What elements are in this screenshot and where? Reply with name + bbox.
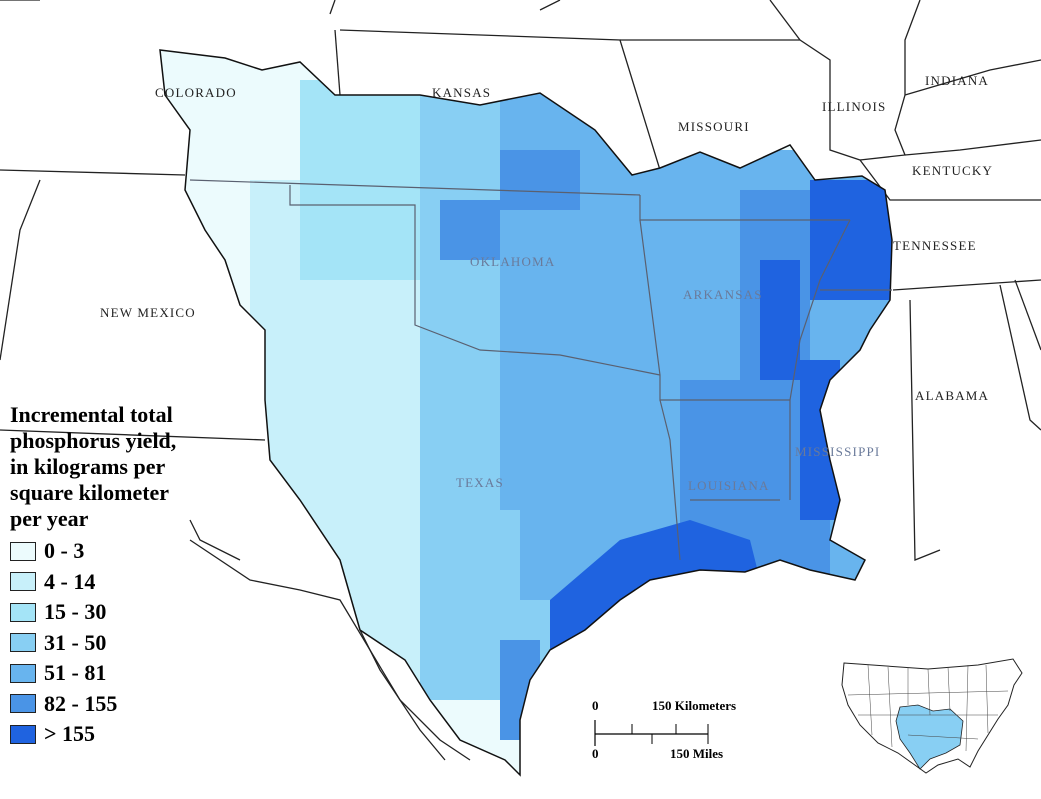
legend-title-line: in kilograms per xyxy=(10,454,166,479)
legend: Incremental total phosphorus yield, in k… xyxy=(10,402,250,750)
legend-title-line: Incremental total xyxy=(10,402,173,427)
basin-highlight xyxy=(895,704,964,770)
label-tennessee: TENNESSEE xyxy=(893,238,977,253)
label-kentucky: KENTUCKY xyxy=(912,163,993,178)
legend-label: 31 - 50 xyxy=(44,629,107,655)
label-texas: TEXAS xyxy=(456,475,504,490)
label-oklahoma: OKLAHOMA xyxy=(470,254,555,269)
legend-swatch xyxy=(10,633,36,653)
label-missouri: MISSOURI xyxy=(678,119,750,134)
legend-classes: 0 - 3 4 - 14 15 - 30 31 - 50 51 - 81 82 … xyxy=(10,536,250,750)
legend-label: > 155 xyxy=(44,721,96,747)
us-locator-inset xyxy=(841,658,1023,774)
label-new-mexico: NEW MEXICO xyxy=(100,305,196,320)
legend-title-line: phosphorus yield, xyxy=(10,428,177,453)
label-illinois: ILLINOIS xyxy=(822,99,886,114)
label-mississippi: MISSISSIPPI xyxy=(795,444,880,459)
legend-title: Incremental total phosphorus yield, in k… xyxy=(10,402,250,532)
state-boundaries xyxy=(0,0,1041,761)
legend-item: 15 - 30 xyxy=(10,597,250,628)
scale-mi-label: 150 Miles xyxy=(670,746,723,761)
internal-state-lines xyxy=(189,179,892,561)
legend-label: 82 - 155 xyxy=(44,690,118,716)
label-alabama: ALABAMA xyxy=(915,388,989,403)
legend-item: > 155 xyxy=(10,719,250,750)
scale-km-label: 150 Kilometers xyxy=(652,698,736,713)
legend-label: 51 - 81 xyxy=(44,660,107,686)
legend-title-line: square kilometer xyxy=(10,480,170,505)
legend-item: 0 - 3 xyxy=(10,536,250,567)
legend-swatch xyxy=(10,541,36,561)
inset-state-lines xyxy=(847,664,1009,752)
legend-swatch xyxy=(10,572,36,592)
scale-zero-km: 0 xyxy=(592,698,599,713)
legend-item: 31 - 50 xyxy=(10,628,250,659)
legend-label: 15 - 30 xyxy=(44,599,107,625)
label-louisiana: LOUISIANA xyxy=(688,478,770,493)
legend-item: 4 - 14 xyxy=(10,567,250,598)
scale-bar: 0 150 Kilometers 0 150 Miles xyxy=(592,698,736,761)
legend-label: 4 - 14 xyxy=(44,568,96,594)
legend-swatch xyxy=(10,663,36,683)
label-colorado: COLORADO xyxy=(155,85,237,100)
state-labels: COLORADO KANSAS MISSOURI ILLINOIS INDIAN… xyxy=(100,73,993,493)
label-kansas: KANSAS xyxy=(432,85,491,100)
label-indiana: INDIANA xyxy=(925,73,989,88)
label-arkansas: ARKANSAS xyxy=(683,287,763,302)
basin-outline xyxy=(159,49,893,777)
legend-item: 51 - 81 xyxy=(10,658,250,689)
basin-map xyxy=(160,50,892,775)
scale-zero-mi: 0 xyxy=(592,746,599,761)
legend-label: 0 - 3 xyxy=(44,538,85,564)
legend-item: 82 - 155 xyxy=(10,689,250,720)
legend-swatch xyxy=(10,602,36,622)
legend-swatch xyxy=(10,724,36,744)
legend-title-line: per year xyxy=(10,506,89,531)
legend-swatch xyxy=(10,694,36,714)
